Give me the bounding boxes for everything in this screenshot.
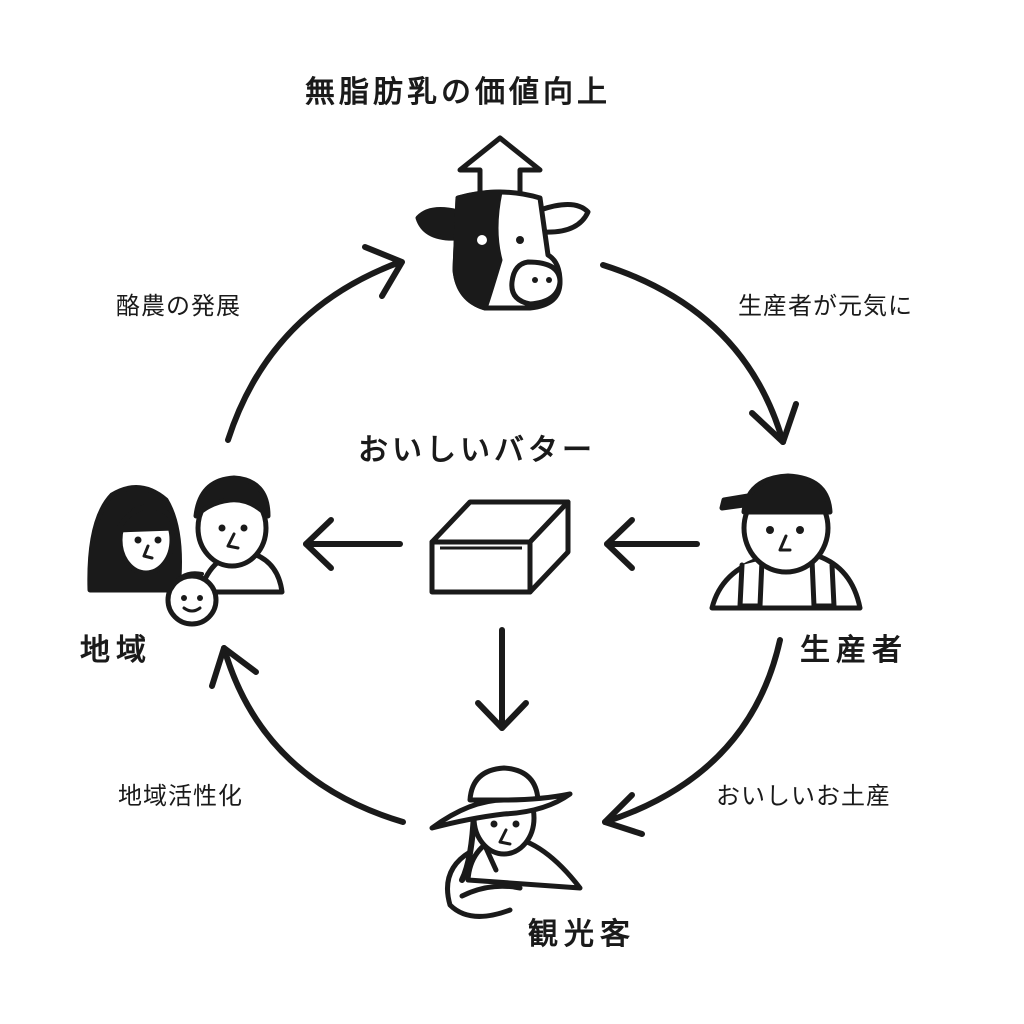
node-label-region: 地域 <box>80 633 152 668</box>
arrow-head-cow-to-producer <box>749 401 799 445</box>
arrow-head-tourist-to-region <box>209 645 259 689</box>
node-label-tourist: 観光客 <box>528 917 636 952</box>
arrow-region-to-cow <box>225 259 403 443</box>
arrow-head-producer-to-butter <box>604 517 635 571</box>
edge-label-tourist-to-region: 地域活性化 <box>118 782 243 810</box>
diagram-title: 無脂肪乳の価値向上 <box>305 75 611 110</box>
arrow-head-region-to-cow <box>362 244 405 299</box>
edge-label-producer-to-tourist: おいしいお土産 <box>716 782 891 810</box>
farmer-icon <box>709 473 863 611</box>
arrow-head-butter-to-region <box>303 517 334 571</box>
edge-label-cow-to-producer: 生産者が元気に <box>738 292 913 320</box>
node-label-producer: 生産者 <box>800 633 908 668</box>
butter-icon <box>429 499 571 595</box>
center-label-butter: おいしいバター <box>358 433 596 468</box>
family-icon <box>87 475 285 627</box>
arrow-head-butter-to-tourist <box>475 700 529 731</box>
arrow-tourist-to-region <box>221 645 406 825</box>
edge-label-region-to-cow: 酪農の発展 <box>116 292 241 320</box>
arrow-producer-to-tourist <box>602 637 783 825</box>
arrow-cow-to-producer <box>600 262 786 445</box>
cow-icon <box>415 189 591 311</box>
up-arrow-icon <box>457 135 543 205</box>
tourist-icon <box>429 765 583 919</box>
arrow-head-producer-to-tourist <box>602 792 645 837</box>
